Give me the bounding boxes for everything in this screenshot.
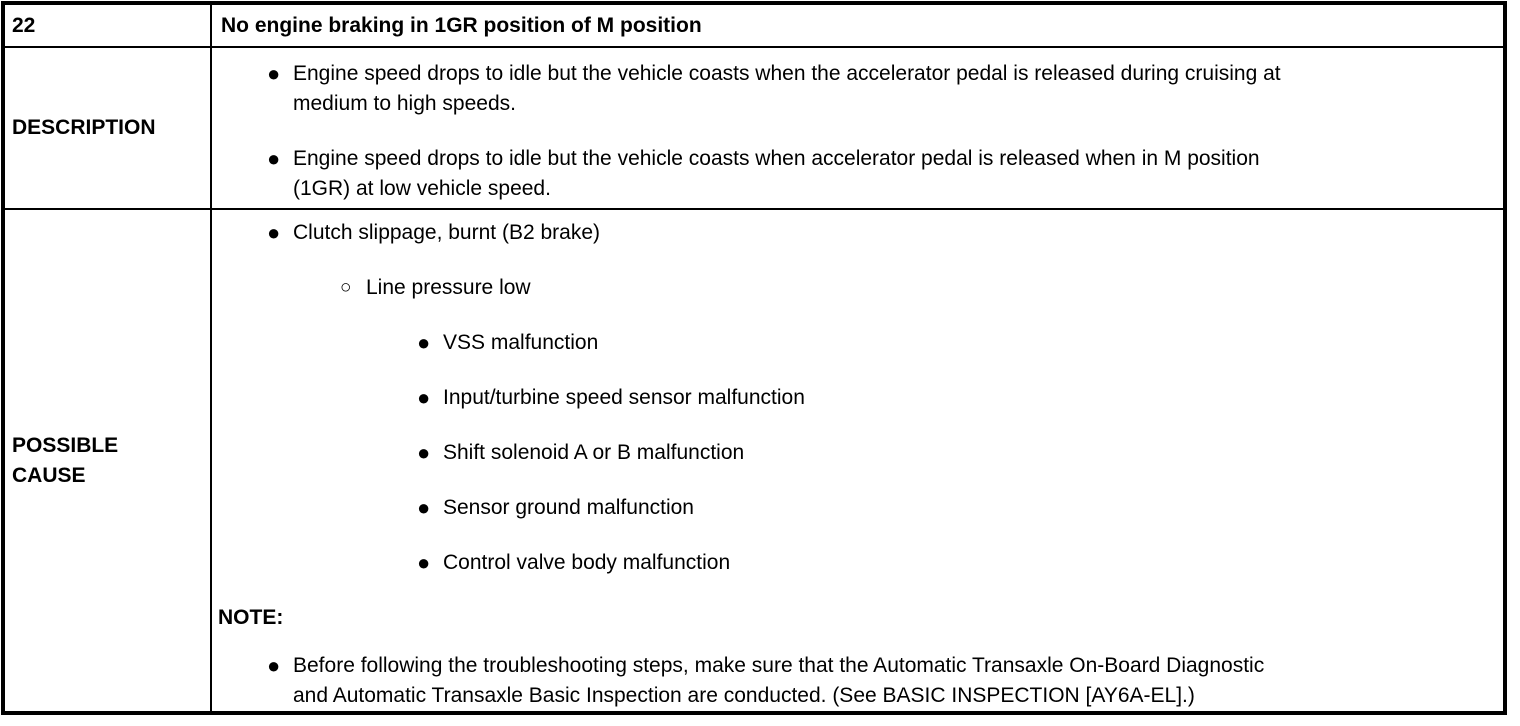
- note-list-item: ● Before following the troubleshooting s…: [212, 651, 1503, 711]
- bullet-icon: ●: [267, 61, 281, 86]
- text-line: and Automatic Transaxle Basic Inspection…: [293, 684, 1195, 707]
- possible-cause-label-cell: POSSIBLE CAUSE: [5, 210, 210, 711]
- row-number: 22: [12, 13, 36, 37]
- bullet-icon: ●: [417, 550, 431, 575]
- symptom-title: No engine braking in 1GR position of M p…: [221, 13, 702, 37]
- list-item-text: Shift solenoid A or B malfunction: [443, 441, 745, 464]
- list-item: ● Engine speed drops to idle but the veh…: [212, 59, 1503, 119]
- note-label: NOTE:: [218, 606, 284, 629]
- bullet-icon: ●: [267, 220, 281, 245]
- description-label-cell: DESCRIPTION: [5, 48, 210, 208]
- list-item-text: Engine speed drops to idle but the vehic…: [293, 144, 1503, 204]
- text-line: medium to high speeds.: [293, 92, 516, 115]
- possible-cause-content-cell: ● Clutch slippage, burnt (B2 brake) ○ Li…: [212, 210, 1503, 711]
- text-line: Engine speed drops to idle but the vehic…: [293, 62, 1281, 85]
- bullet-icon: ●: [417, 330, 431, 355]
- description-label: DESCRIPTION: [12, 116, 156, 139]
- list-item-text: VSS malfunction: [443, 331, 599, 354]
- hollow-bullet-icon: ○: [340, 277, 352, 298]
- list-item-text: Before following the troubleshooting ste…: [293, 651, 1503, 711]
- list-item-text: Control valve body malfunction: [443, 551, 731, 574]
- title-cell: No engine braking in 1GR position of M p…: [212, 5, 1503, 46]
- row-number-cell: 22: [5, 5, 210, 46]
- text-line: Engine speed drops to idle but the vehic…: [293, 147, 1260, 170]
- list-item: ● Input/turbine speed sensor malfunction: [212, 383, 1503, 413]
- list-item: ○ Line pressure low: [212, 273, 1503, 303]
- troubleshooting-table: 22 No engine braking in 1GR position of …: [1, 1, 1507, 715]
- list-item-text: Sensor ground malfunction: [443, 496, 694, 519]
- possible-cause-label: POSSIBLE CAUSE: [12, 433, 119, 487]
- bullet-icon: ●: [267, 146, 281, 171]
- bullet-icon: ●: [417, 495, 431, 520]
- bullet-icon: ●: [417, 440, 431, 465]
- list-item-text: Clutch slippage, burnt (B2 brake): [293, 221, 600, 244]
- list-item: ● Clutch slippage, burnt (B2 brake): [212, 218, 1503, 248]
- list-item: ● Control valve body malfunction: [212, 548, 1503, 578]
- list-item: ● Engine speed drops to idle but the veh…: [212, 144, 1503, 204]
- text-line: (1GR) at low vehicle speed.: [293, 177, 551, 200]
- bullet-icon: ●: [417, 385, 431, 410]
- bullet-icon: ●: [267, 653, 281, 678]
- description-content-cell: ● Engine speed drops to idle but the veh…: [212, 48, 1503, 208]
- list-item-text: Engine speed drops to idle but the vehic…: [293, 59, 1503, 119]
- list-item: ● VSS malfunction: [212, 328, 1503, 358]
- text-line: Before following the troubleshooting ste…: [293, 654, 1265, 677]
- list-item: ● Shift solenoid A or B malfunction: [212, 438, 1503, 468]
- list-item-text: Line pressure low: [366, 276, 531, 299]
- list-item: ● Sensor ground malfunction: [212, 493, 1503, 523]
- list-item-text: Input/turbine speed sensor malfunction: [443, 386, 805, 409]
